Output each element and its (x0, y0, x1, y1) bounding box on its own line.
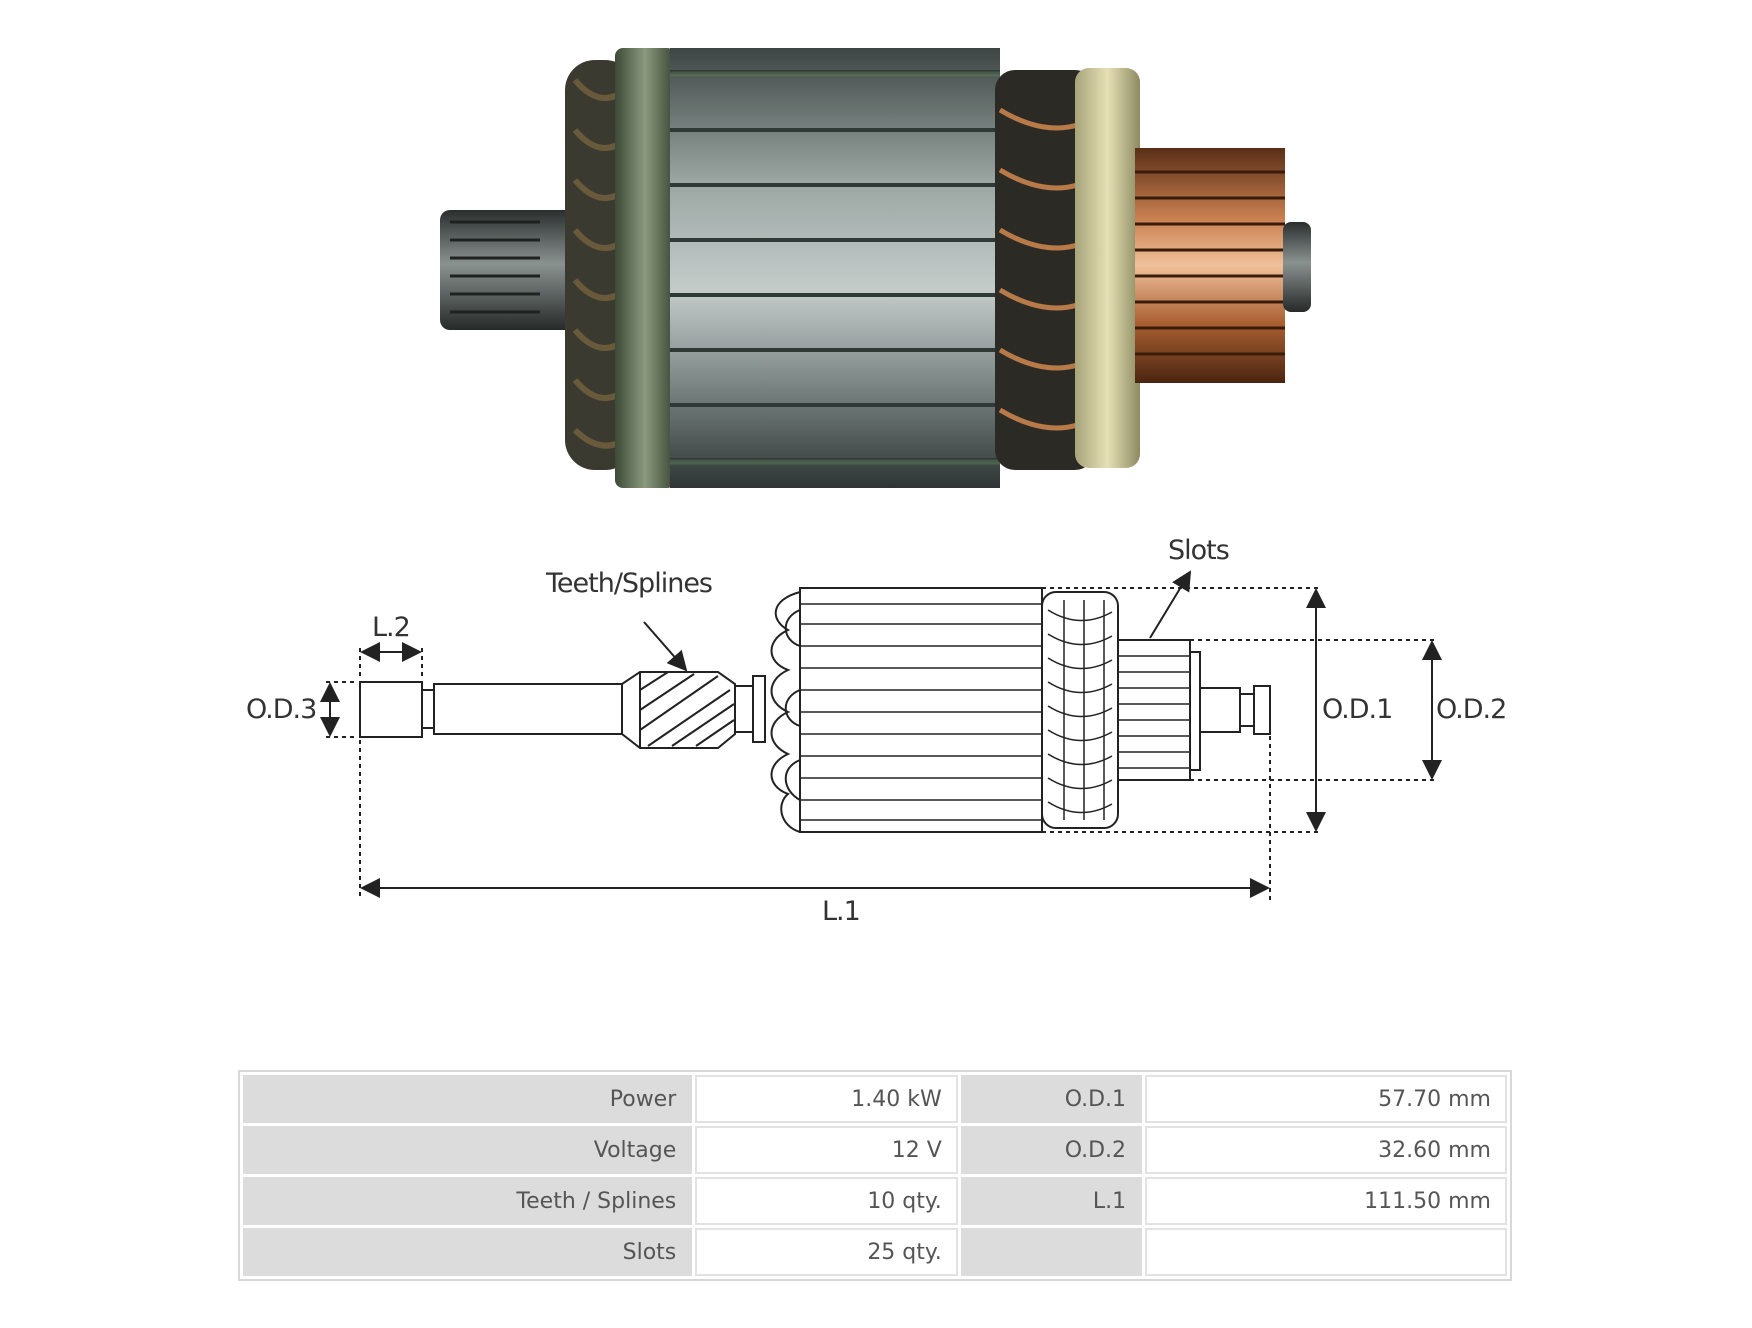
label-l2: L.2 (372, 612, 410, 643)
left-winding (770, 591, 801, 833)
spec-value (1145, 1228, 1507, 1276)
table-row: Teeth / Splines 10 qty. L.1 111.50 mm (243, 1177, 1507, 1225)
shaft-end-stub (359, 681, 423, 738)
spec-label: Slots (243, 1228, 693, 1276)
spec-label: O.D.1 (960, 1075, 1143, 1123)
label-od2: O.D.2 (1436, 694, 1506, 725)
spec-value: 25 qty. (695, 1228, 958, 1276)
label-od3: O.D.3 (246, 694, 316, 725)
spec-label: Teeth / Splines (243, 1177, 693, 1225)
table-row: Voltage 12 V O.D.2 32.60 mm (243, 1126, 1507, 1174)
label-od1: O.D.1 (1322, 694, 1392, 725)
spec-value: 10 qty. (695, 1177, 958, 1225)
table-row: Slots 25 qty. (243, 1228, 1507, 1276)
spec-value: 111.50 mm (1145, 1177, 1507, 1225)
label-teeth-splines: Teeth/Splines (545, 568, 712, 599)
spec-label (960, 1228, 1143, 1276)
spec-value: 32.60 mm (1145, 1126, 1507, 1174)
slots-leader-arrow (1149, 570, 1192, 639)
armature-dimension-drawing: Slots Teeth/Splines L.2 O.D.3 O.D.1 O.D.… (246, 535, 1507, 927)
label-l1: L.1 (822, 896, 860, 927)
armature-photo (440, 48, 1311, 488)
spec-label: Power (243, 1075, 693, 1123)
teeth-leader-arrow (643, 621, 688, 672)
spec-label: L.1 (960, 1177, 1143, 1225)
specifications-table: Power 1.40 kW O.D.1 57.70 mm Voltage 12 … (238, 1070, 1512, 1281)
spec-label: Voltage (243, 1126, 693, 1174)
spline-section (621, 671, 736, 749)
spec-value: 12 V (695, 1126, 958, 1174)
spec-value: 57.70 mm (1145, 1075, 1507, 1123)
label-slots: Slots (1168, 535, 1229, 566)
table-row: Power 1.40 kW O.D.1 57.70 mm (243, 1075, 1507, 1123)
commutator (1117, 639, 1191, 781)
spec-value: 1.40 kW (695, 1075, 958, 1123)
spec-label: O.D.2 (960, 1126, 1143, 1174)
